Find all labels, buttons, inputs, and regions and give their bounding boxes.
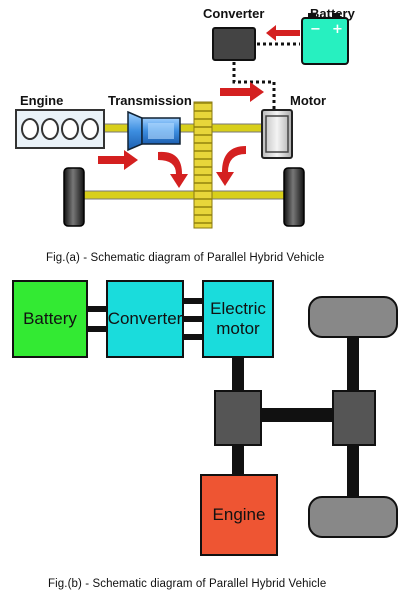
electric-motor-block-label: Electric motor	[210, 299, 266, 338]
motor-shaft	[232, 358, 244, 392]
right-wheel	[283, 167, 305, 227]
front-wheel	[308, 296, 398, 338]
battery-icon: − +	[301, 13, 349, 65]
front-axle	[347, 330, 359, 394]
engine-block-b: Engine	[200, 474, 278, 556]
svg-text:−: −	[310, 22, 321, 37]
converter-label: Converter	[203, 6, 265, 21]
figure-a-drawing: − +	[15, 13, 349, 229]
transmission-block	[127, 110, 181, 152]
svg-text:+: +	[332, 22, 343, 37]
rear-wheel	[308, 496, 398, 538]
battery-label: Battery	[310, 6, 355, 21]
connector	[182, 334, 204, 340]
converter-block: Converter	[106, 280, 184, 358]
gear-shaft	[193, 101, 213, 229]
left-wheel	[63, 167, 85, 227]
rear-axle	[347, 436, 359, 502]
battery-block: Battery	[12, 280, 88, 358]
battery-block-label: Battery	[23, 309, 77, 328]
electric-motor-block: Electric motor	[202, 280, 274, 358]
motor-block	[261, 109, 293, 159]
connector	[86, 326, 108, 332]
engine-block	[15, 109, 105, 149]
figure-b-caption: Fig.(b) - Schematic diagram of Parallel …	[48, 578, 327, 590]
differential-right	[332, 390, 376, 446]
figure-a-caption: Fig.(a) - Schematic diagram of Parallel …	[46, 252, 325, 264]
rear-axle-link	[262, 408, 334, 422]
power-flow-arrow	[216, 146, 246, 186]
connector	[182, 298, 204, 304]
power-flow-arrow	[158, 151, 188, 188]
transmission-label: Transmission	[108, 93, 192, 108]
motor-label: Motor	[290, 93, 327, 108]
engine-label: Engine	[20, 93, 64, 108]
connector	[182, 316, 204, 322]
power-flow-arrow	[98, 150, 138, 170]
engine-shaft	[232, 444, 244, 476]
power-flow-arrow	[220, 82, 264, 102]
converter-box	[212, 27, 256, 61]
converter-block-label: Converter	[107, 309, 183, 328]
power-flow-arrow	[266, 25, 300, 41]
engine-block-label: Engine	[212, 505, 266, 524]
connector	[86, 306, 108, 312]
differential-left	[214, 390, 262, 446]
